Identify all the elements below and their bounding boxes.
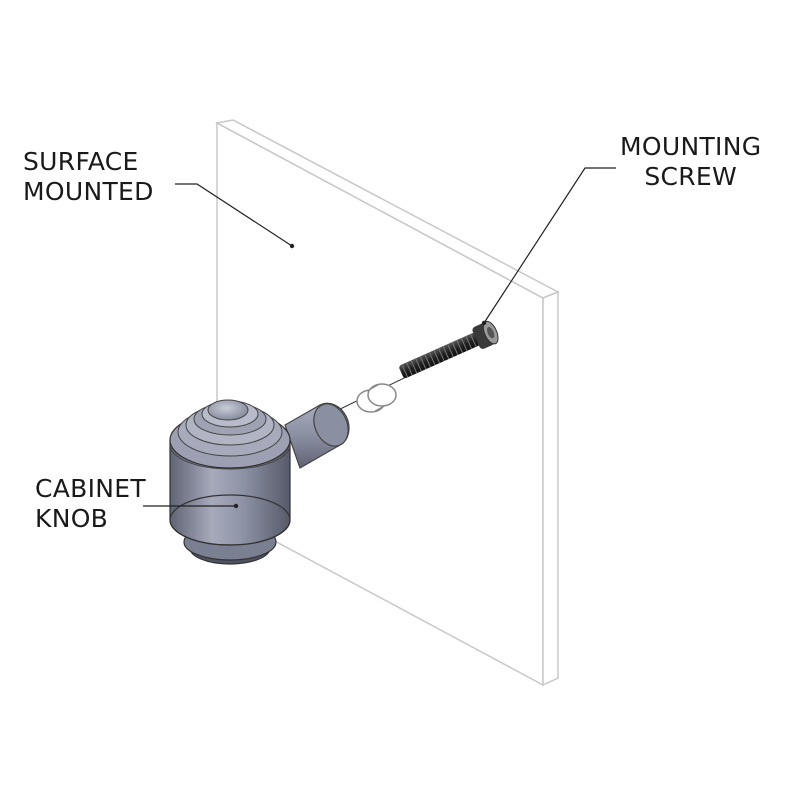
leader-lines: [143, 167, 616, 509]
surface-mounted-label-line1: SURFACE: [23, 147, 139, 176]
washer: [356, 383, 397, 413]
screw-leader-line: [483, 167, 616, 324]
cabinet-knob-label: CABINET KNOB: [35, 474, 146, 534]
mounting-screw-label-line1: MOUNTING: [620, 132, 762, 161]
surface-mounted-label: SURFACE MOUNTED: [23, 147, 154, 207]
cabinet-knob: [169, 399, 350, 565]
surface-leader-line: [175, 183, 293, 247]
cabinet-knob-label-line2: KNOB: [35, 504, 109, 533]
cabinet-knob-label-line1: CABINET: [35, 474, 146, 503]
mounting-screw-label-line2: SCREW: [644, 162, 738, 191]
mounting-screw: [399, 320, 499, 378]
surface-mounted-label-line2: MOUNTED: [23, 177, 154, 206]
mounting-screw-label: MOUNTING SCREW: [620, 132, 761, 192]
